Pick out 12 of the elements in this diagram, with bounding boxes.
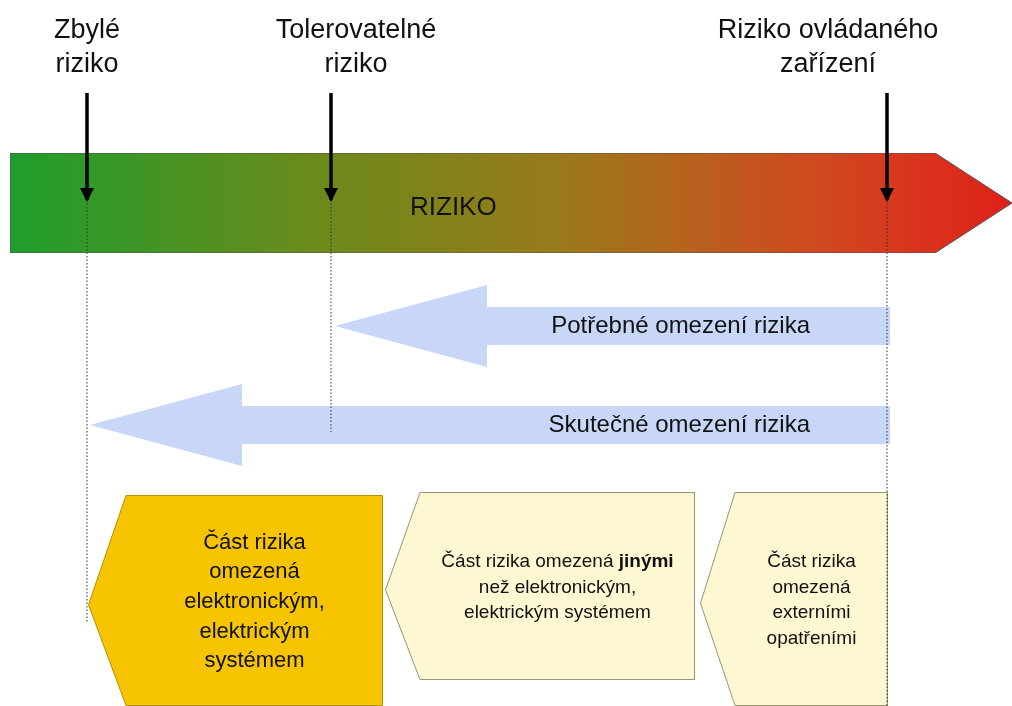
arrow-label: Potřebné omezení rizika — [551, 311, 810, 339]
arrow — [880, 93, 894, 202]
marker-label: Riziko ovládaného zařízení — [716, 13, 940, 80]
marker-label: Zbylé riziko — [53, 13, 121, 80]
marker-label: Tolerovatelné riziko — [274, 13, 438, 80]
arrow — [324, 93, 338, 202]
box-text: Část rizika omezená elektronickým, elektrickým systémem — [183, 527, 326, 675]
arrow — [80, 93, 94, 202]
arrow-label: Skutečné omezení rizika — [548, 410, 810, 438]
scale-label: RIZIKO — [410, 191, 497, 222]
box-text: Část rizika omezená externími opatřeními — [765, 548, 858, 650]
box-text: Část rizika omezená jinými než elektronickým, elektrickým systémem — [440, 548, 675, 624]
